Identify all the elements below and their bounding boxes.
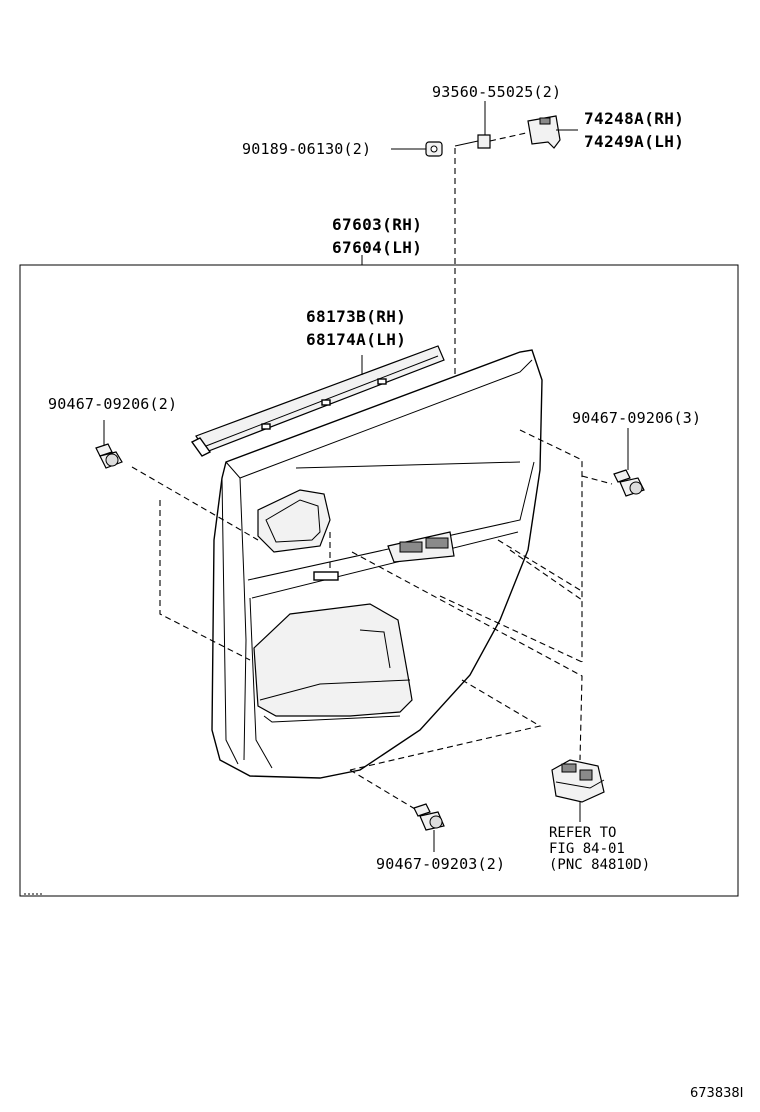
screw-icon xyxy=(454,101,527,149)
label-screw-top: 93560-55025(2) xyxy=(432,83,561,101)
label-clip-right: 90467-09206(3) xyxy=(572,409,701,427)
label-cover-lh: 74249A(LH) xyxy=(584,132,684,151)
power-window-switch-icon xyxy=(551,759,605,822)
label-clip-left: 90467-09206(2) xyxy=(48,395,177,413)
label-board-rh: 67603(RH) xyxy=(332,215,422,234)
label-refer-line-2: FIG 84-01 xyxy=(549,841,625,857)
label-refer-line-3: (PNC 84810D) xyxy=(549,857,650,873)
figure-code: 673838I xyxy=(690,1086,743,1101)
clip-icon xyxy=(391,141,443,157)
label-board-lh: 67604(LH) xyxy=(332,238,422,257)
assembly-frame xyxy=(19,255,739,897)
clip-icon xyxy=(95,420,123,469)
label-strip-lh: 68174A(LH) xyxy=(306,330,406,349)
label-clip-bottom: 90467-09203(2) xyxy=(376,855,505,873)
door-trim-board-icon xyxy=(211,349,543,779)
label-refer-line-1: REFER TO xyxy=(549,825,616,841)
weatherstrip-icon xyxy=(190,345,445,457)
label-cover-rh: 74248A(RH) xyxy=(584,109,684,128)
switch-cover-icon xyxy=(527,115,578,149)
label-clip-top: 90189-06130(2) xyxy=(242,140,371,158)
clip-icon xyxy=(613,428,645,497)
clip-icon xyxy=(413,803,445,852)
label-strip-rh: 68173B(RH) xyxy=(306,307,406,326)
